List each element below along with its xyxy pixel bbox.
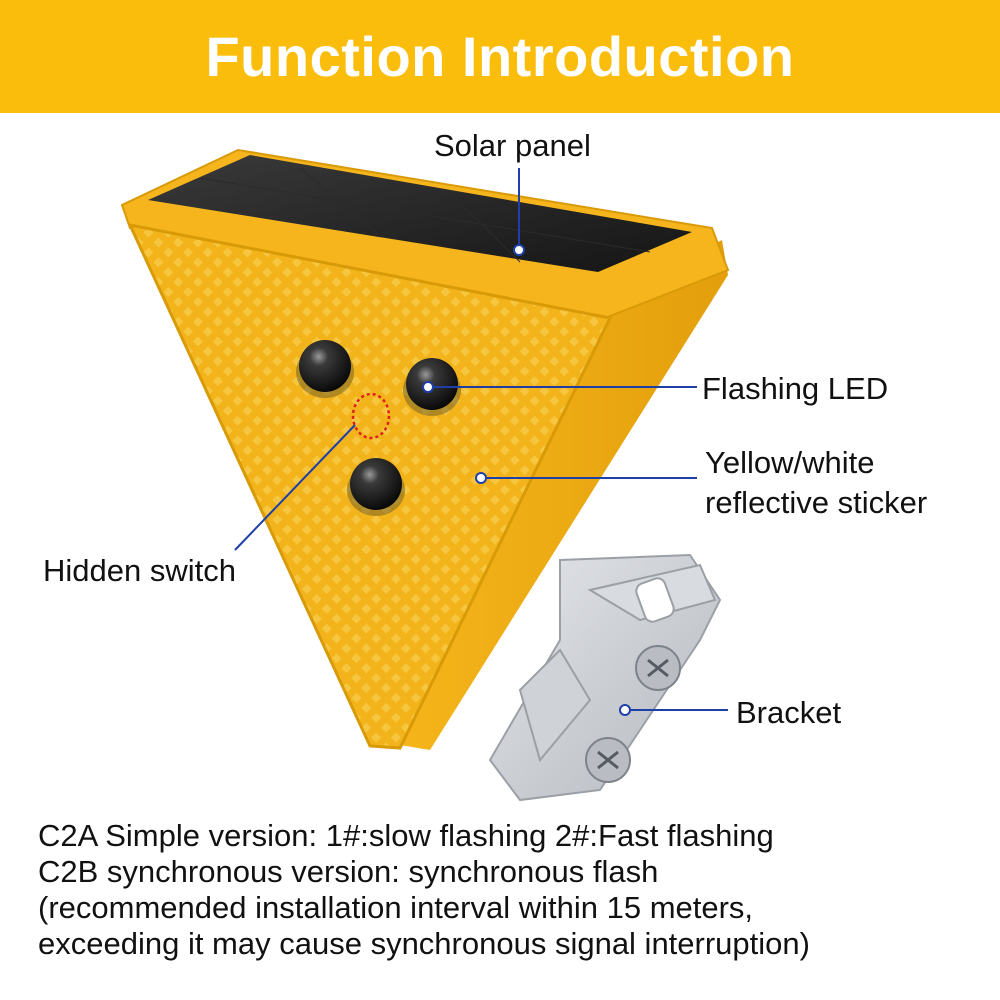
led-3 (347, 458, 405, 516)
page-title: Function Introduction (205, 25, 795, 88)
version-notes: C2A Simple version: 1#:slow flashing 2#:… (38, 818, 978, 962)
bracket-label: Bracket (736, 695, 842, 730)
note-line-1: C2A Simple version: 1#:slow flashing 2#:… (38, 818, 774, 853)
hidden-switch-marker (351, 392, 391, 440)
note-line-4: exceeding it may cause synchronous signa… (38, 926, 810, 961)
leader-dots (422, 244, 631, 716)
flashing-led-label: Flashing LED (702, 371, 889, 406)
note-line-3: (recommended installation interval withi… (38, 890, 754, 925)
sticker-label-line2: reflective sticker (705, 485, 928, 520)
note-line-2: C2B synchronous version: synchronous fla… (38, 854, 659, 889)
solar-panel-label: Solar panel (434, 128, 591, 163)
solar-panel-graphic (148, 155, 692, 272)
hidden-switch-label: Hidden switch (43, 553, 236, 588)
housing-side (400, 240, 728, 750)
header-banner: Function Introduction (0, 0, 1000, 113)
leader-lines (234, 168, 728, 711)
bracket-graphic (488, 553, 722, 802)
led-1 (296, 340, 354, 398)
sticker-label-line1: Yellow/white (705, 445, 875, 480)
